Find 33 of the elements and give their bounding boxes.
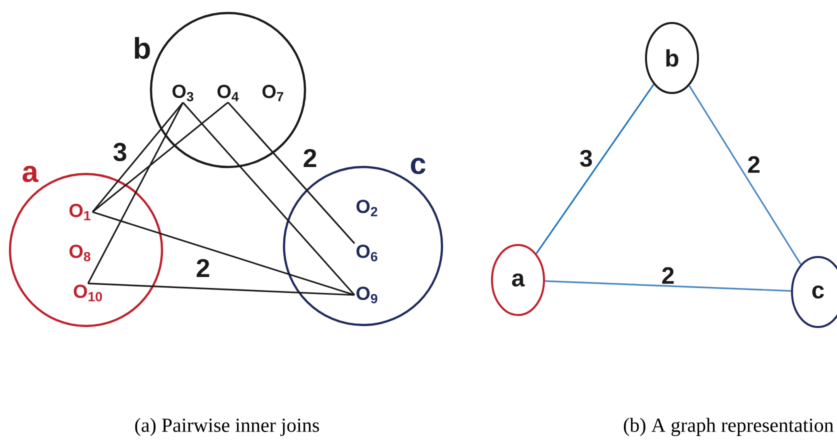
edge-label: 2: [662, 267, 674, 284]
caption: (b) A graph representation: [624, 418, 834, 436]
edge-label: 3: [580, 150, 592, 167]
set-heading: a: [22, 166, 38, 182]
element-label: O$_{4}$: [218, 84, 239, 102]
edge-label: 2: [748, 156, 760, 173]
element-label: O$_{6}$: [356, 244, 378, 262]
caption: (a) Pairwise inner joins: [135, 418, 319, 436]
connector-line: [536, 84, 654, 254]
element-label: O$_{1}$: [70, 204, 90, 220]
set-heading: c: [410, 158, 426, 174]
connector-line: [88, 282, 355, 296]
element-label: O$_{9}$: [356, 286, 378, 304]
graph-node: b: [645, 22, 699, 94]
connector-line: [87, 102, 184, 284]
connector-line: [227, 102, 356, 244]
connector-line: [182, 102, 356, 296]
element-label: O$_{2}$: [356, 200, 378, 216]
element-label: O$_{7}$: [262, 84, 284, 102]
connector-line: [544, 280, 792, 292]
element-label: O$_{10}$: [74, 284, 102, 302]
set-heading: b: [134, 37, 150, 59]
weight-label: 3: [113, 142, 126, 162]
connector-line: [688, 85, 802, 265]
weight-label: 2: [196, 258, 210, 278]
graph-node: a: [491, 244, 545, 316]
graph-node: c: [791, 256, 837, 328]
connector-line: [92, 102, 228, 213]
connector-line: [92, 211, 355, 296]
element-label: O$_{8}$: [70, 244, 90, 262]
element-label: O$_{3}$: [172, 84, 194, 102]
weight-label: 2: [304, 148, 316, 168]
connector-line: [92, 102, 184, 212]
